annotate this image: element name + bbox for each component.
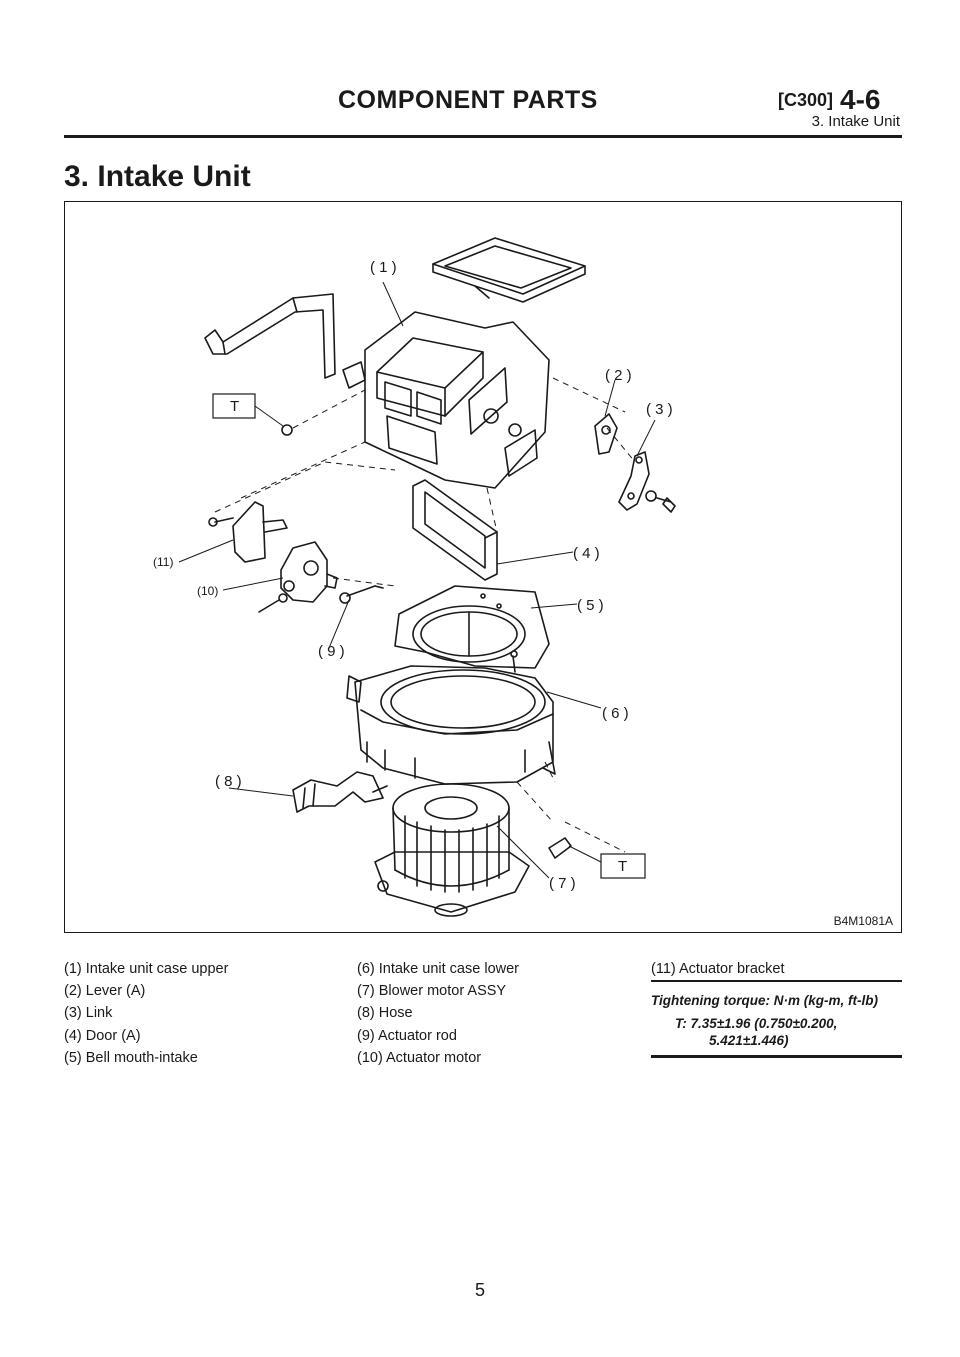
torque-value-line-2: 5.421±1.446) — [709, 1033, 789, 1048]
actuator-motor — [258, 541, 338, 613]
callout-9: ( 9 ) — [318, 643, 345, 660]
exploded-diagram: ( 1 ) ( 2 ) ( 3 ) ( 4 ) ( 5 ) ( 6 ) ( 7 … — [64, 201, 902, 933]
blower-motor — [374, 783, 530, 917]
leader-lines — [178, 281, 656, 879]
torque-value-line-1: T: 7.35±1.96 (0.750±0.200, — [675, 1016, 838, 1031]
torque-label: Tightening torque: N·m (kg-m, ft-lb) — [651, 993, 878, 1008]
legend-item: (2) Lever (A) — [64, 983, 146, 1000]
lever-link — [594, 413, 676, 513]
seal-frame — [432, 237, 586, 303]
legend-item: (9) Actuator rod — [357, 1027, 457, 1044]
callout-5: ( 5 ) — [577, 597, 604, 614]
legend-item: (3) Link — [64, 1005, 113, 1022]
legend-item: (10) Actuator motor — [357, 1049, 482, 1066]
page-number: 5 — [474, 1280, 485, 1300]
callout-11: (11) — [153, 555, 173, 569]
torque-box-lower — [600, 853, 646, 879]
header-subtitle: 3. Intake Unit — [811, 113, 900, 130]
legend-column-1: (1) Intake unit case upper (2) Lever (A)… — [64, 958, 228, 1069]
duct — [204, 293, 336, 379]
callout-1: ( 1 ) — [370, 259, 397, 276]
legend-column-3: (11) Actuator bracket — [651, 958, 785, 980]
door — [412, 479, 498, 581]
torque-spec: Tightening torque: N·m (kg-m, ft-lb) T: … — [651, 980, 902, 1058]
diagram-drawing: ( 1 ) ( 2 ) ( 3 ) ( 4 ) ( 5 ) ( 6 ) ( 7 … — [153, 237, 676, 917]
callout-10: (10) — [197, 584, 218, 598]
callout-7: ( 7 ) — [549, 875, 576, 892]
assembly-lines — [214, 377, 636, 853]
legend-item: (6) Intake unit case lower — [357, 961, 519, 977]
torque-box-upper — [212, 393, 256, 419]
legend-item: (1) Intake unit case upper — [64, 961, 229, 977]
case-lower — [346, 650, 556, 785]
figure-code: B4M1081A — [833, 914, 893, 928]
lower-bolt — [548, 837, 572, 859]
callout-4: ( 4 ) — [573, 545, 600, 562]
legend-item: (8) Hose — [357, 1005, 413, 1022]
actuator-bracket — [208, 501, 288, 563]
callout-8: ( 8 ) — [215, 773, 242, 790]
legend-column-2: (6) Intake unit case lower (7) Blower mo… — [357, 958, 519, 1069]
hose — [292, 771, 388, 813]
actuator-rod — [339, 585, 384, 604]
callout-6: ( 6 ) — [602, 705, 629, 722]
header-title: COMPONENT PARTS — [338, 86, 598, 114]
case-upper — [342, 311, 550, 489]
torque-label-upper: T — [230, 398, 239, 415]
callout-3: ( 3 ) — [646, 401, 673, 418]
callout-2: ( 2 ) — [605, 367, 632, 384]
header-code: [C300] — [778, 90, 834, 110]
legend-item: (7) Blower motor ASSY — [357, 983, 507, 1000]
section-title: 3. Intake Unit — [64, 160, 251, 193]
legend-item: (5) Bell mouth-intake — [64, 1049, 198, 1066]
header-chapter: 4-6 — [840, 84, 881, 115]
torque-label-lower: T — [618, 858, 627, 875]
legend-item: (11) Actuator bracket — [651, 961, 785, 977]
legend-item: (4) Door (A) — [64, 1027, 141, 1044]
torque-value: T: 7.35±1.96 (0.750±0.200, 5.421±1.446) — [675, 1015, 895, 1049]
nut — [281, 424, 293, 436]
header-rule — [64, 135, 902, 138]
bell-mouth — [394, 585, 550, 669]
